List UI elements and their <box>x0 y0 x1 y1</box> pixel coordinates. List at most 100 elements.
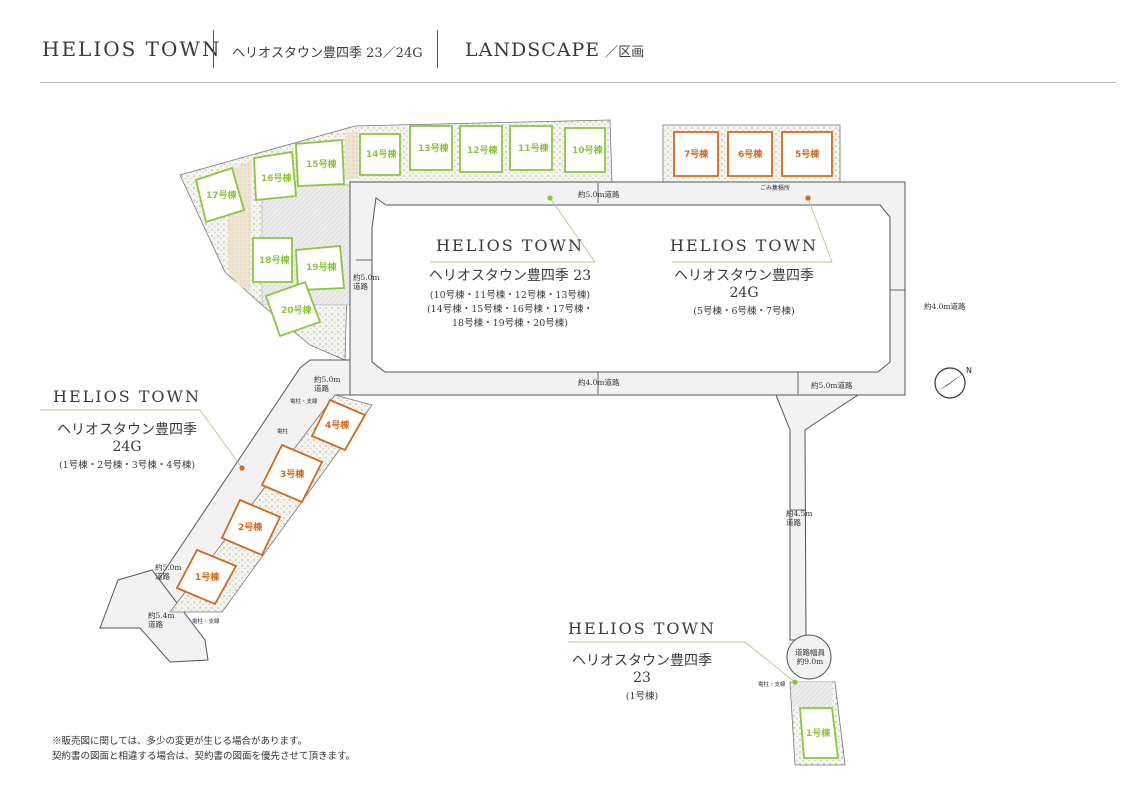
lot-7[interactable] <box>673 131 719 177</box>
lot-label-18: 18号棟 <box>259 254 291 266</box>
marker-23 <box>547 195 553 201</box>
lot-label-6: 6号棟 <box>738 148 763 160</box>
north-label: N <box>966 366 972 375</box>
callout-ht24g-line1: (5号棟・6号棟・7号棟) <box>693 306 795 317</box>
turnaround <box>786 634 832 680</box>
pole-label-d: 電柱 <box>277 429 289 435</box>
callout-ht23-line3: 18号棟・19号棟・20号棟) <box>452 318 568 329</box>
lot-5[interactable] <box>781 131 833 177</box>
callout-ht23: HELIOS TOWN ヘリオスタウン豊四季 23 (10号棟・11号棟・12号… <box>420 236 600 331</box>
lot-south-1[interactable] <box>799 707 840 759</box>
road-label-left: 約5.0m 道路 <box>353 273 380 291</box>
callout-ht24g-left-line1: (1号棟・2号棟・3号棟・4号棟) <box>58 460 196 471</box>
tan-area-2 <box>345 131 358 180</box>
marker-23-south <box>792 679 798 685</box>
callout-ht23-line1: (10号棟・11号棟・12号棟・13号棟) <box>429 290 591 301</box>
road-label-lowleft-width: 約5.0m <box>155 563 182 572</box>
lot-13[interactable] <box>409 125 453 171</box>
lot-label-19: 19号棟 <box>306 261 338 273</box>
lot-label-17: 17号棟 <box>206 189 238 201</box>
header-logo: HELIOS TOWN <box>42 37 222 61</box>
section-title-jp: ／区画 <box>605 45 645 60</box>
south-driveway <box>792 682 832 707</box>
south-lane <box>775 394 860 641</box>
callout-ht24g-title: ヘリオスタウン豊四季 24G <box>674 268 814 301</box>
lot-label-13: 13号棟 <box>418 142 450 154</box>
lot-3[interactable] <box>260 443 324 504</box>
lot-label-south-1: 1号棟 <box>806 727 831 739</box>
road-label-diag-word: 道路 <box>314 384 329 393</box>
callout-ht24g-left-logo: HELIOS TOWN <box>53 387 201 406</box>
road-label-bottom: 約4.0m道路 <box>578 378 620 387</box>
lot-16[interactable] <box>253 150 297 201</box>
marker-24g-left <box>239 465 245 471</box>
lot-label-1: 1号棟 <box>195 571 220 583</box>
road-label-left-width: 約5.0m <box>353 273 380 282</box>
lot-19[interactable] <box>295 245 345 291</box>
road-label-diag-width: 約5.0m <box>314 375 341 384</box>
lot-6[interactable] <box>727 131 773 177</box>
north-arrow-icon: N <box>934 366 972 399</box>
road-label-top: 約5.0m道路 <box>578 190 620 199</box>
header-divider-2 <box>437 30 438 68</box>
header-divider-1 <box>213 30 214 68</box>
lot-1[interactable] <box>175 548 238 606</box>
lot-14[interactable] <box>359 133 401 176</box>
lot-label-14: 14号棟 <box>366 148 398 160</box>
road-label-southwest-word: 道路 <box>148 620 163 629</box>
road-label-lowleft: 約5.0m 道路 <box>155 563 182 581</box>
road-label-turnaround-width: 約9.0m <box>796 657 824 666</box>
road-label-southwest: 約5.4m 道路 <box>148 611 175 629</box>
road-label-right: 約4.0m道路 <box>924 302 966 311</box>
lot-label-12: 12号棟 <box>467 144 499 156</box>
header-section: LANDSCAPE ／区画 <box>465 39 644 61</box>
callout-ht23-south-logo: HELIOS TOWN <box>568 619 716 638</box>
lot-4[interactable] <box>310 398 367 452</box>
header-project: ヘリオスタウン豊四季 23／24G <box>232 46 423 61</box>
lot-label-16: 16号棟 <box>261 172 293 184</box>
dimension-marks <box>356 183 905 511</box>
lot-2[interactable] <box>220 498 282 557</box>
lot-label-7: 7号棟 <box>684 148 709 160</box>
callout-ht23-south: HELIOS TOWN ヘリオスタウン豊四季 23 (1号棟) <box>568 619 716 704</box>
road-label-turnaround-title: 道路幅員 <box>795 648 825 657</box>
callout-ht23-line2: (14号棟・15号棟・16号棟・17号棟・ <box>426 304 594 315</box>
lot-label-20: 20号棟 <box>281 304 313 316</box>
road-label-left-word: 道路 <box>353 282 368 291</box>
lot-12[interactable] <box>459 125 503 173</box>
road-label-ramp-word: 道路 <box>837 381 853 390</box>
lots-green <box>194 125 840 759</box>
footnotes: ※販売図に関しては、多少の変更が生じる場合があります。 契約書の図面と相違する場… <box>52 734 355 764</box>
road-label-diag: 約5.0m 道路 <box>314 375 341 393</box>
callout-lines <box>40 197 833 683</box>
road-label-lane-width: 約4.5m <box>786 509 813 518</box>
callout-ht24g-left: HELIOS TOWN ヘリオスタウン豊四季 24G (1号棟・2号棟・3号棟・… <box>42 387 212 473</box>
section-title-en: LANDSCAPE <box>465 39 601 61</box>
lot-11[interactable] <box>509 125 553 171</box>
lot-15[interactable] <box>295 139 345 187</box>
callout-ht23-logo: HELIOS TOWN <box>436 236 584 255</box>
callout-ht24g-logo: HELIOS TOWN <box>670 236 818 255</box>
pole-label-b: 電柱・支線 <box>192 619 220 625</box>
lot-18[interactable] <box>252 237 293 283</box>
header-rule <box>40 82 1116 83</box>
road-label-ramp-width: 約5.0m <box>811 381 838 390</box>
callout-ht23-south-line1: (1号棟) <box>625 691 659 702</box>
lot-label-10: 10号棟 <box>572 144 604 156</box>
road-label-turnaround: 道路幅員 約9.0m <box>795 648 825 666</box>
marker-24g <box>805 195 811 201</box>
lot-20[interactable] <box>264 280 322 338</box>
lot-10[interactable] <box>564 127 606 173</box>
lot-label-3: 3号棟 <box>280 468 305 480</box>
lot-17[interactable] <box>194 166 246 224</box>
pole-label-c: 電柱・支線 <box>758 682 786 688</box>
trash-label: ごみ集積所 <box>760 185 791 192</box>
loop-road <box>349 181 906 396</box>
footnote-1: ※販売図に関しては、多少の変更が生じる場合があります。 <box>52 736 308 747</box>
footnote-2: 契約書の図面と相違する場合は、契約書の図面を優先させて頂きます。 <box>52 751 356 762</box>
lot-label-5: 5号棟 <box>795 148 820 160</box>
road-label-southwest-width: 約5.4m <box>148 611 175 620</box>
road-label-lowleft-word: 道路 <box>155 572 170 581</box>
lot-labels: 10号棟 11号棟 12号棟 13号棟 14号棟 15号棟 16号棟 17号棟 … <box>195 142 831 739</box>
road-label-lane: 約4.5m 道路 <box>786 509 813 527</box>
